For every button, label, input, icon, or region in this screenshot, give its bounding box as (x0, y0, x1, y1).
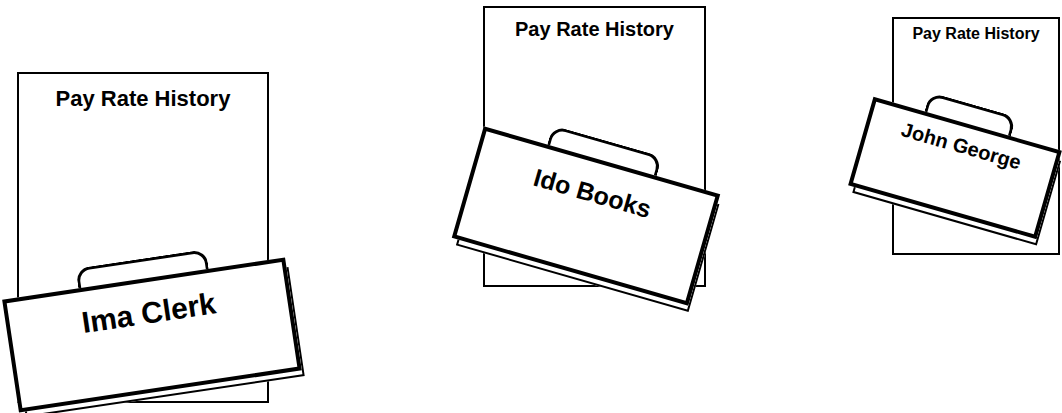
document-title: Pay Rate History (485, 18, 704, 41)
document-title: Pay Rate History (894, 25, 1058, 43)
document-title: Pay Rate History (19, 86, 267, 112)
